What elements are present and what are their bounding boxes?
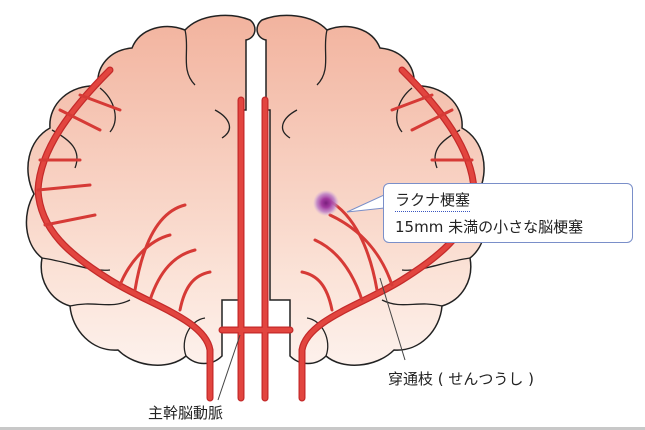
left-hemisphere [25, 14, 256, 366]
sulci [41, 29, 471, 357]
callout-definition: 15mm 未満の小さな脳梗塞 [395, 218, 584, 236]
main-artery-leader [217, 334, 241, 401]
perforating-leader [379, 277, 406, 361]
bottom-border [0, 427, 645, 430]
perforating-branch-label: 穿通枝 ( せんつうし ) [388, 370, 535, 388]
main-artery-label: 主幹脳動脈 [148, 404, 224, 422]
callout-term: ラクナ梗塞 [395, 189, 471, 212]
lacunar-infarct-spot [313, 190, 339, 216]
lacunar-infarct-callout: ラクナ梗塞 15mm 未満の小さな脳梗塞 [383, 183, 633, 243]
artery-fill [35, 67, 477, 401]
